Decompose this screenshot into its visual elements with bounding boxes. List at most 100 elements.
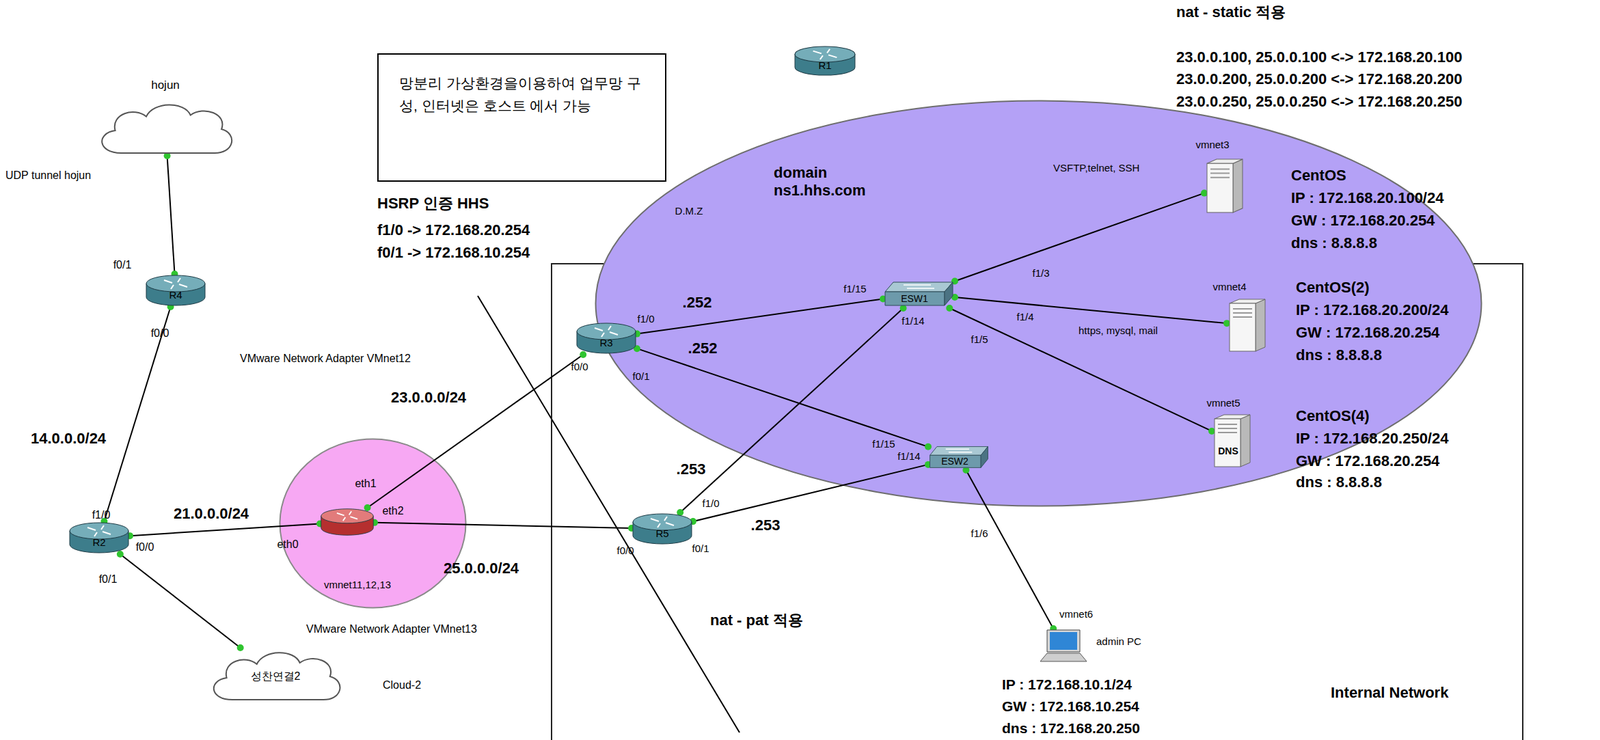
node-label: R5 — [655, 527, 669, 540]
diagram-label: f1/3 — [1032, 267, 1050, 280]
diagram-label: f1/14 — [901, 315, 925, 328]
server-icon — [1204, 157, 1246, 214]
node-label: R4 — [168, 289, 182, 302]
link-stroke — [636, 298, 884, 334]
diagram-label: f1/0 -> 172.168.20.254 — [377, 221, 530, 240]
port-dot — [962, 466, 970, 474]
diagram-label: f0/1 -> 172.168.10.254 — [377, 243, 530, 262]
port-dot — [1208, 427, 1216, 435]
diagram-label: CentOS — [1291, 166, 1347, 185]
network-node: vmnet4 — [1226, 297, 1268, 353]
diagram-label: .253 — [751, 516, 781, 535]
network-node: vmnet6admin PC — [1037, 628, 1089, 665]
diagram-label: f0/1 — [99, 572, 118, 586]
node-label: admin PC — [1096, 635, 1142, 648]
link-stroke — [129, 524, 320, 537]
port-dot — [676, 509, 684, 517]
port-dot — [633, 345, 641, 352]
diagram-label: nat - pat 적용 — [710, 611, 804, 630]
link-line — [164, 152, 179, 278]
diagram-label: f0/0 — [570, 360, 588, 374]
port-dot — [945, 304, 953, 312]
drawing-part — [91, 99, 240, 156]
diagram-label: f0/0 — [616, 544, 634, 558]
drawing-part — [944, 282, 953, 306]
drawing-part — [945, 449, 973, 453]
port-dot — [167, 303, 175, 311]
network-node: 성찬연결2Cloud-2 — [203, 647, 348, 703]
diagram-label: CentOS(4) — [1295, 407, 1370, 426]
diagram-label: .253 — [676, 460, 707, 479]
diagram-label: https, mysql, mail — [1078, 324, 1158, 337]
drawing-part — [1210, 168, 1230, 178]
port-dot — [1049, 625, 1057, 633]
diagram-label: f1/0 — [701, 497, 720, 510]
drawing-part — [1214, 418, 1241, 467]
port-dot — [126, 532, 134, 540]
node-label: 성찬연결2 — [250, 669, 301, 683]
diagram-label: .252 — [688, 339, 718, 358]
diagram-label: f0/1 — [632, 370, 650, 383]
link-line — [951, 293, 1231, 327]
diagram-label: f0/1 — [113, 258, 132, 272]
network-node: hojun — [91, 73, 240, 156]
port-dot — [1200, 190, 1208, 197]
node-label: vmnet6 — [1059, 608, 1093, 621]
diagram-label: f1/4 — [1016, 310, 1034, 324]
node-label: hojun — [151, 78, 180, 93]
drawing-part — [980, 446, 988, 469]
link-line — [100, 303, 174, 525]
port-dot — [900, 304, 907, 312]
diagram-label: 23.0.0.100, 25.0.0.100 <-> 172.168.20.10… — [1176, 48, 1462, 67]
node-label: vmnet4 — [1212, 280, 1246, 294]
drawing-part — [1040, 653, 1087, 662]
port-dot — [100, 518, 108, 525]
diagram-label: dns : 8.8.8.8 — [1295, 346, 1382, 365]
network-node: vmnet5DNS — [1211, 413, 1253, 469]
diagram-label: VMware Network Adapter VMnet13 — [306, 622, 478, 636]
drawing-part — [1217, 424, 1238, 433]
node-label: Cloud-2 — [382, 678, 422, 692]
drawing-part — [213, 652, 341, 700]
diagram-label: f1/15 — [872, 438, 895, 451]
link-line — [676, 304, 907, 517]
drawing-part — [813, 49, 838, 60]
drawing-part — [321, 509, 374, 524]
link-line — [633, 295, 887, 337]
network-node: R4 — [144, 274, 207, 307]
link-stroke — [949, 308, 1212, 432]
network-node: ESW1 — [883, 279, 955, 309]
network-node: 망분리 가상환경을이용하여 업무망 구성, 인터넷은 호스트 에서 가능 — [377, 53, 667, 182]
drawing-part — [1207, 159, 1243, 164]
drawing-part — [319, 507, 375, 537]
port-dot — [316, 520, 324, 528]
diagram-label: VMware Network Adapter VMnet12 — [239, 351, 411, 365]
drawing-part — [1255, 299, 1266, 352]
diagram-label: f0/0 — [136, 540, 155, 554]
link-stroke — [367, 354, 584, 508]
port-dot — [164, 152, 171, 160]
link-line — [371, 519, 635, 532]
node-label: R1 — [818, 59, 832, 72]
diagram-label: nat - static 적용 — [1176, 3, 1286, 22]
drawing-part — [164, 278, 188, 290]
diagram-label: f1/6 — [970, 527, 988, 540]
link-line — [364, 351, 588, 512]
network-node: R1 — [793, 45, 857, 77]
link-line — [951, 190, 1208, 286]
link-stroke — [680, 308, 903, 513]
link-stroke — [120, 554, 241, 648]
diagram-label: f1/5 — [970, 333, 988, 346]
diagram-label: f1/14 — [897, 450, 920, 463]
port-dot — [951, 277, 959, 285]
node-label: D.M.Z — [675, 205, 704, 218]
diagram-label: IP : 172.168.10.1/24 — [1001, 675, 1132, 694]
diagram-label: eth0 — [276, 537, 298, 551]
drawing-part — [101, 104, 232, 154]
network-node: ESW2 — [928, 444, 990, 471]
drawing-part — [1204, 157, 1246, 214]
network-node: R2 — [68, 521, 130, 555]
diagram-label: GW : 172.168.20.254 — [1295, 452, 1440, 471]
